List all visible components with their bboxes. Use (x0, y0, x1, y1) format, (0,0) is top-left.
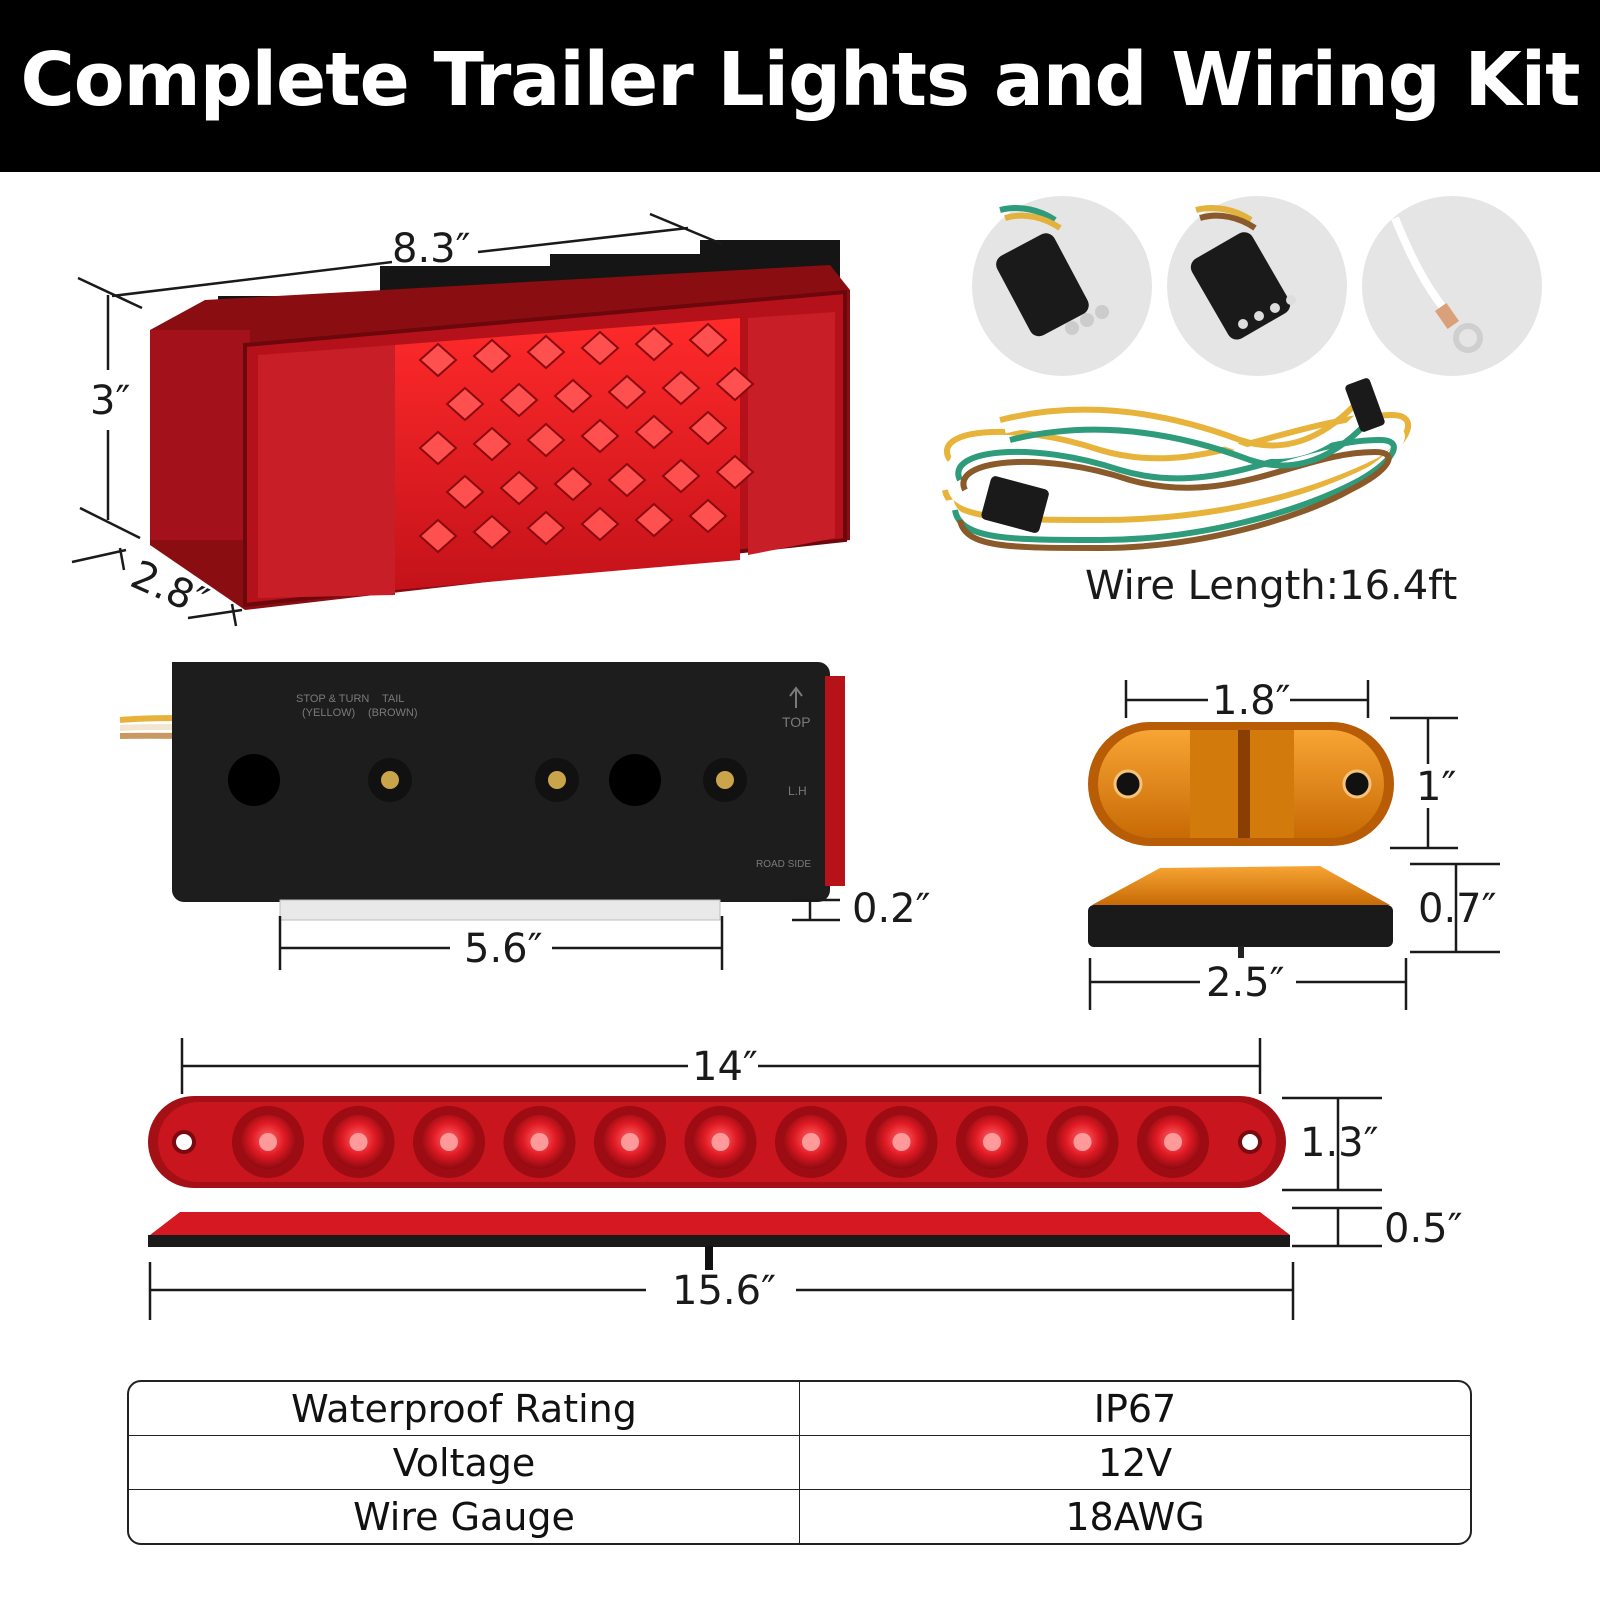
stop-turn-text: STOP & TURN (296, 693, 369, 705)
bar-led-core (440, 1133, 458, 1151)
bar-led-core (530, 1133, 549, 1151)
dim-tail-mount-spacing: 5.6″ (464, 926, 543, 972)
road-side-text: ROAD SIDE (756, 859, 811, 870)
mounting-stud (368, 758, 747, 802)
marker-light-front (1088, 722, 1394, 846)
tail-led (688, 410, 728, 446)
bar-led-core (621, 1133, 639, 1151)
connector-end-right (1345, 378, 1385, 432)
brown-text: (BROWN) (368, 707, 418, 719)
light-bar-leds (232, 1106, 1209, 1178)
bar-led-core (1073, 1133, 1092, 1151)
light-bar-side (148, 1212, 1290, 1270)
tail-led (418, 430, 458, 466)
tail-light-back: STOP & TURN (YELLOW) TAIL (BROWN) TOP L.… (119, 662, 845, 921)
page-title: Complete Trailer Lights and Wiring Kit (20, 37, 1580, 123)
tail-led (688, 322, 728, 358)
tail-led (715, 366, 755, 402)
tail-led (607, 374, 647, 410)
dim-marker-width: 2.5″ (1206, 960, 1285, 1006)
tail-led (634, 502, 674, 538)
tail-led (418, 518, 458, 554)
table-row: Voltage 12V (129, 1435, 1470, 1490)
tail-led (553, 466, 593, 502)
tail-led (472, 514, 512, 550)
dim-bar-height: 1.3″ (1300, 1120, 1379, 1166)
table-row: Wire Gauge 18AWG (129, 1489, 1470, 1543)
tail-led (445, 474, 485, 510)
tail-led (607, 462, 647, 498)
spec-value: 18AWG (1065, 1494, 1205, 1539)
tail-led (499, 470, 539, 506)
bar-led-core (802, 1133, 820, 1151)
spec-label: Wire Gauge (129, 1489, 800, 1543)
connector-detail-female (1167, 196, 1347, 376)
tail-led (634, 414, 674, 450)
tail-light-front (150, 240, 850, 610)
tail-led (526, 510, 566, 546)
wire-harness (942, 397, 1412, 552)
light-bar-front (148, 1096, 1286, 1188)
bar-led-core (1164, 1133, 1182, 1151)
led-diamond-grid (418, 322, 755, 554)
spec-label: Voltage (129, 1435, 800, 1490)
spec-value: 12V (799, 1435, 1470, 1490)
tail-led (580, 506, 620, 542)
spec-table: Waterproof Rating IP67 Voltage 12V Wire … (127, 1380, 1472, 1545)
arrow-up-icon (789, 686, 803, 708)
dim-marker-depth: 0.7″ (1418, 886, 1497, 932)
tail-led (472, 426, 512, 462)
dim-tail-rear-depth: 0.2″ (852, 886, 931, 932)
dimension-lines (71, 212, 1500, 1320)
wire-length-label: Wire Length:16.4ft (1085, 563, 1458, 609)
dim-tail-height: 3″ (90, 378, 131, 424)
tail-led (526, 334, 566, 370)
ring-terminal-detail (1362, 196, 1542, 376)
tail-led (661, 458, 701, 494)
dim-tail-width: 8.3″ (392, 226, 471, 272)
side-reflector (150, 330, 250, 540)
spec-label: Waterproof Rating (129, 1382, 800, 1436)
bar-led-core (983, 1133, 1001, 1151)
spec-value: IP67 (799, 1382, 1470, 1436)
dim-bar-spacing: 14″ (692, 1044, 758, 1090)
tail-led (661, 370, 701, 406)
bar-led-core (259, 1133, 277, 1151)
title-banner: Complete Trailer Lights and Wiring Kit (0, 0, 1600, 172)
tail-led (580, 330, 620, 366)
tail-led (553, 378, 593, 414)
tail-led (580, 418, 620, 454)
yellow-text: (YELLOW) (302, 707, 355, 719)
dim-marker-height: 1″ (1416, 764, 1457, 810)
tail-led (445, 386, 485, 422)
tail-led (715, 454, 755, 490)
connector-end-left (981, 476, 1049, 533)
bar-led-core (349, 1133, 368, 1151)
lh-text: L.H (788, 784, 807, 798)
top-text: TOP (782, 714, 811, 730)
bar-led-core (711, 1133, 730, 1151)
tail-led (472, 338, 512, 374)
tail-led (634, 326, 674, 362)
tail-led (499, 382, 539, 418)
marker-light-side (1088, 866, 1393, 958)
tail-text: TAIL (382, 693, 404, 705)
table-row: Waterproof Rating IP67 (129, 1382, 1470, 1436)
connector-detail-male (972, 196, 1152, 376)
tail-led (418, 342, 458, 378)
dim-marker-spacing: 1.8″ (1212, 678, 1291, 724)
bar-led-core (892, 1133, 911, 1151)
dim-bar-width: 15.6″ (672, 1268, 777, 1314)
dim-bar-depth: 0.5″ (1384, 1206, 1463, 1252)
tail-led (526, 422, 566, 458)
tail-led (688, 498, 728, 534)
